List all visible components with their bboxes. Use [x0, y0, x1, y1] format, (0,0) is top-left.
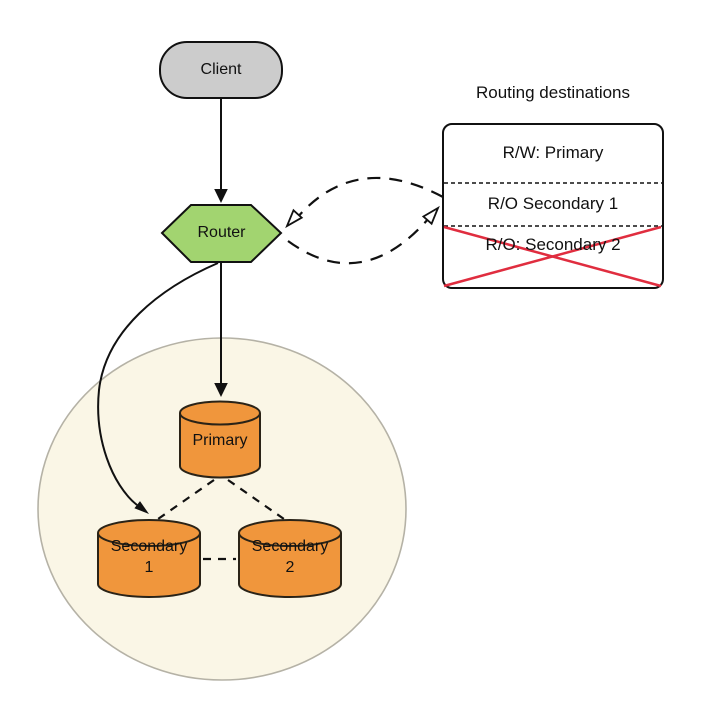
client-node [159, 41, 283, 99]
router-secondary1-arrow-curve [97, 262, 219, 506]
crossout-line-2 [443, 225, 662, 288]
primary-db-cylinder-body [179, 413, 261, 479]
secondary1-db-cylinder-top [97, 519, 201, 547]
replication-line-primary-secondary2 [227, 479, 285, 520]
replication-line-primary-secondary1 [157, 479, 215, 520]
router-to-table-open-arrowhead [421, 205, 440, 226]
table-to-router-dashed-curve [295, 176, 444, 220]
router-secondary1-arrowhead [134, 501, 149, 514]
router-node [160, 204, 283, 263]
table-to-router-open-arrowhead [285, 208, 304, 229]
secondary2-db-cylinder-top [238, 519, 342, 547]
secondary2-db-cylinder-body [238, 533, 342, 598]
routing-destinations-box [442, 123, 664, 289]
router-primary-arrowhead [214, 383, 228, 397]
router-to-table-dashed-curve [287, 217, 430, 265]
secondary1-db-cylinder-body [97, 533, 201, 598]
primary-db-cylinder-top [179, 400, 261, 426]
client-router-arrowhead [214, 189, 228, 203]
